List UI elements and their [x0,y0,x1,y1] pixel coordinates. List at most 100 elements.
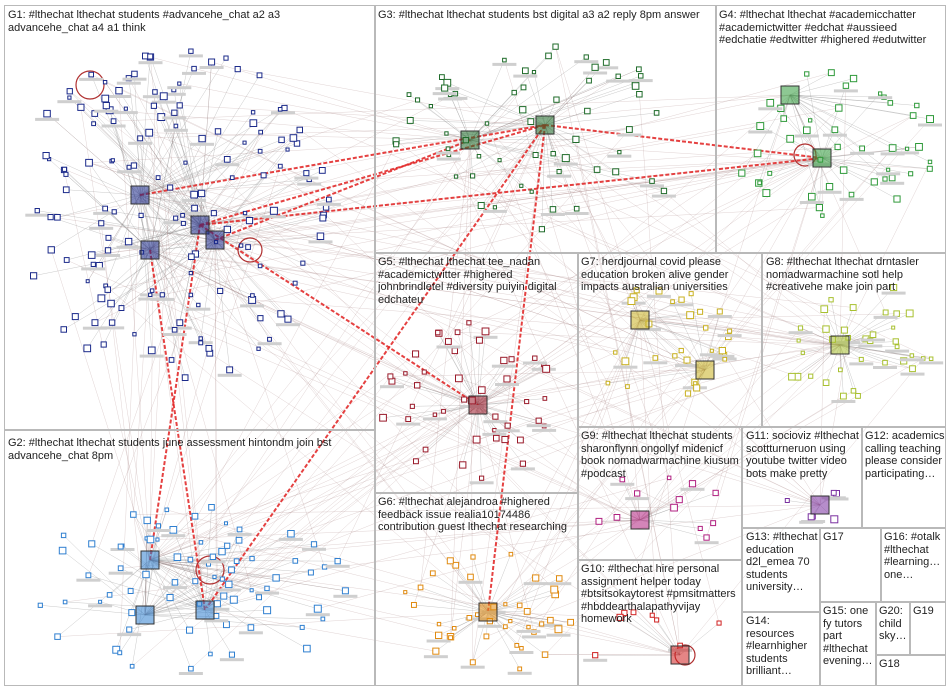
edge [758,94,791,184]
edge [819,337,849,506]
node [539,621,545,627]
node-caption [79,77,104,81]
node-caption [215,163,240,167]
edge [101,223,216,241]
edge [139,194,196,255]
edge [65,601,206,611]
node-caption [190,142,215,146]
node [292,280,298,286]
node [100,341,107,348]
node [229,595,238,604]
edge [639,319,730,332]
edge [166,509,681,656]
node [882,359,888,366]
node-caption [861,338,885,342]
node [108,319,116,326]
node [549,206,557,213]
node [104,247,112,254]
node-caption [396,422,421,426]
node-caption [640,184,664,188]
edge [789,94,886,180]
edge [149,125,177,251]
edge [51,249,151,561]
node [820,305,829,313]
node [186,626,194,634]
node [756,122,765,130]
node [615,73,621,79]
node [318,167,326,174]
edge [511,358,821,506]
node [780,115,788,122]
edge [149,559,268,589]
node [519,646,524,651]
node-caption [617,133,642,137]
node-caption [491,364,516,368]
node [839,166,848,174]
node [313,604,322,613]
node-caption [523,582,548,586]
hub-node [205,230,225,250]
edge [149,249,211,354]
node-caption [116,81,141,85]
edge [214,239,325,567]
edge [806,73,823,159]
edge [477,398,545,406]
node [220,592,228,600]
node [727,328,733,334]
node [890,284,898,292]
edge [839,344,913,369]
node [277,310,285,318]
node [413,458,419,465]
panel-g17 [820,528,881,602]
edge [40,605,146,616]
edge [639,519,714,524]
node [591,63,599,71]
node-caption [625,497,650,501]
edge [214,214,324,241]
node [835,104,843,112]
hub-node [670,645,690,665]
node [138,212,144,219]
panel-g5 [375,253,578,493]
edge [144,159,500,616]
edge [80,107,151,561]
node [593,166,601,173]
node [636,91,643,98]
edge [199,224,799,341]
node [188,292,194,298]
node-caption [162,333,187,336]
node [524,399,530,405]
node [678,347,684,354]
node [285,147,290,152]
edge [149,249,496,417]
edge [182,215,841,346]
edge [494,124,546,208]
edge [150,369,706,540]
node [532,152,539,158]
node [90,261,96,267]
node [85,572,92,579]
node-caption [495,383,519,386]
panel-g1 [4,5,375,430]
node [187,556,194,563]
node [493,434,500,442]
edge [139,194,192,257]
edge [458,378,821,506]
edge [533,369,706,633]
panel-g20 [876,602,910,655]
node [171,109,178,116]
node-caption [850,151,875,155]
node [445,338,452,345]
panel-g2 [4,430,375,686]
edge [120,568,206,611]
edge [118,90,216,241]
hub-node [195,600,215,620]
edge [469,139,576,141]
node [104,286,111,293]
node [412,350,420,358]
node [654,617,660,623]
node-caption [167,326,192,330]
node [112,645,121,654]
node [649,178,655,184]
node-caption [694,541,719,545]
